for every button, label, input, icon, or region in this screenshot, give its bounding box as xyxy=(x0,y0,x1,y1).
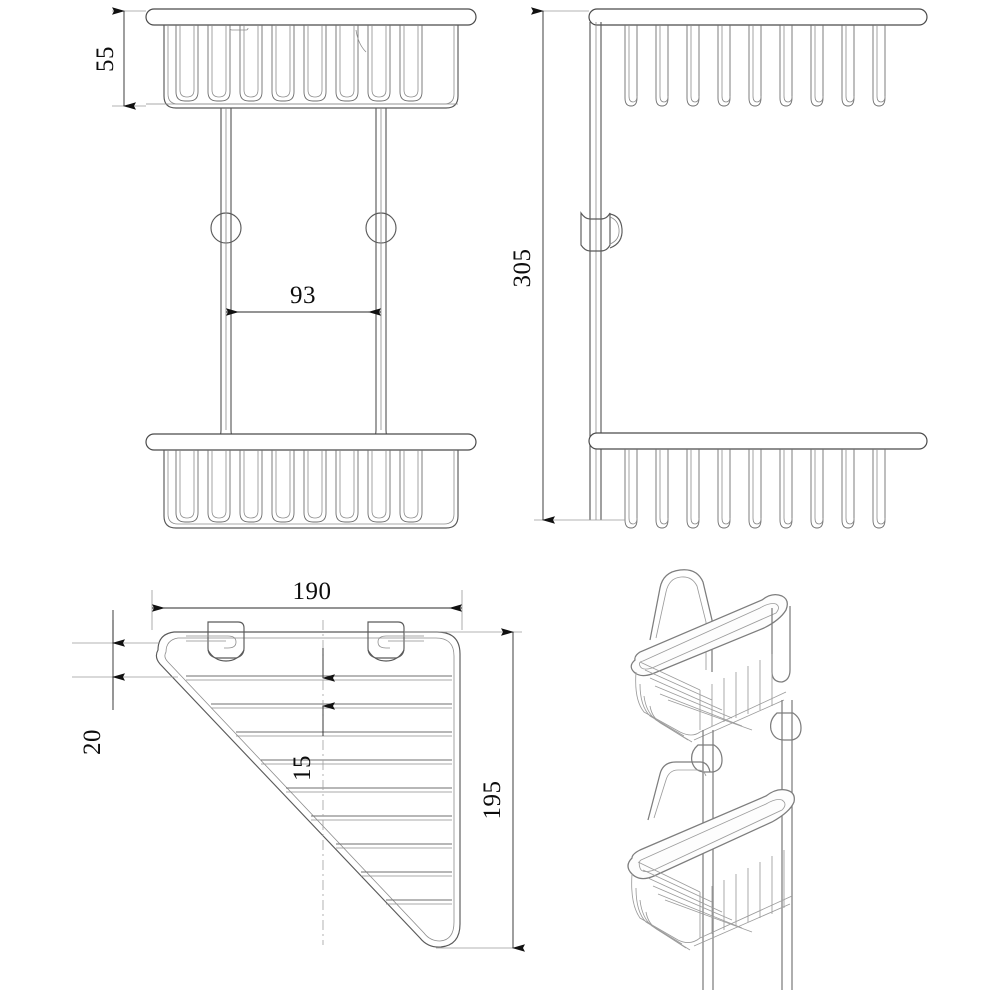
persp-lower-basket xyxy=(627,761,795,951)
plan-outer-frame xyxy=(155,631,461,948)
persp-lower-rim-inner xyxy=(638,799,786,873)
persp-upper-wires xyxy=(635,654,787,743)
dim-305-text: 305 xyxy=(509,249,536,288)
bracket-right-body xyxy=(367,621,405,659)
dim-55-text: 55 xyxy=(92,46,119,72)
persp-knob-right xyxy=(770,712,802,741)
persp-upper-rim-inner xyxy=(639,603,779,670)
persp-knob-left xyxy=(691,744,723,773)
top-basket-outline xyxy=(163,25,459,109)
bracket-left-body xyxy=(207,621,245,659)
view-front-elevation: 55 93 xyxy=(92,7,477,529)
dimension-195: 195 xyxy=(404,628,525,952)
dim-20-text: 20 xyxy=(79,729,106,755)
dim-195-text: 195 xyxy=(479,781,506,820)
bottom-basket-top-rail xyxy=(145,433,477,451)
dimension-55: 55 xyxy=(92,7,146,110)
side-top-prongs xyxy=(624,25,886,107)
dimension-15: 15 xyxy=(289,648,335,781)
bottom-basket-outline-inner xyxy=(167,450,455,525)
bottom-basket-wires xyxy=(175,450,423,523)
bottom-basket-outline xyxy=(163,450,459,529)
side-wall-bracket xyxy=(580,211,623,252)
side-bottom-prongs xyxy=(624,449,886,529)
dim-93-text: 93 xyxy=(290,282,316,309)
bracket-left-foot xyxy=(207,649,245,662)
view-plan: 190 20 15 195 xyxy=(72,578,525,952)
plan-bracket-right xyxy=(367,621,424,662)
top-basket-wires xyxy=(175,25,423,102)
front-top-basket xyxy=(145,8,477,109)
persp-lower-back-inner xyxy=(653,769,707,819)
bracket-right-hook xyxy=(377,635,424,649)
top-basket-top-rail xyxy=(145,8,477,26)
persp-lower-back xyxy=(647,761,711,821)
persp-lower-wires xyxy=(631,850,793,951)
persp-upper-arch xyxy=(649,569,713,672)
dim-190-text: 190 xyxy=(293,578,332,605)
side-top-rail xyxy=(588,8,928,26)
persp-upper-basket xyxy=(630,569,791,743)
view-perspective xyxy=(627,569,802,990)
plan-basket-outline xyxy=(155,631,461,948)
dimension-305: 305 xyxy=(509,7,625,524)
persp-upper-arch-inner xyxy=(655,576,707,670)
persp-connecting-posts xyxy=(691,700,802,990)
persp-upper-right-post xyxy=(771,606,791,683)
persp-upper-rim xyxy=(630,594,788,677)
view-side-elevation: 305 xyxy=(509,7,928,529)
bracket-left-hook xyxy=(186,635,237,649)
bracket-right-foot xyxy=(367,649,405,662)
dimension-93: 93 xyxy=(225,200,382,330)
plan-bracket-left xyxy=(186,621,245,662)
front-bottom-basket xyxy=(145,429,477,529)
dim-15-text: 15 xyxy=(289,755,316,781)
dimension-20: 20 xyxy=(72,610,178,755)
plan-inner-frame xyxy=(164,637,455,942)
side-bottom-rail xyxy=(588,432,928,450)
dimension-190: 190 xyxy=(151,578,463,630)
